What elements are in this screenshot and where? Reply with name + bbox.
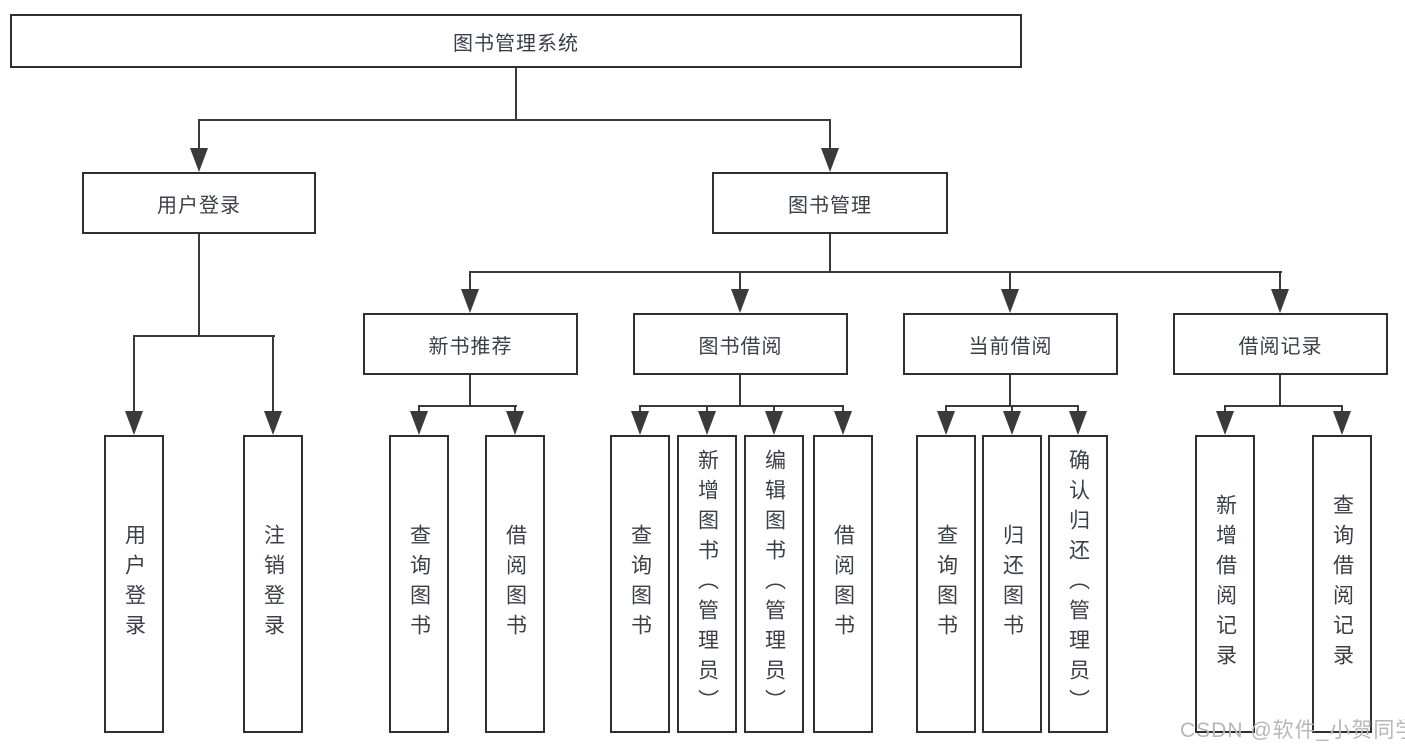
arrow-head [1333, 411, 1351, 435]
arrow-head [937, 411, 955, 435]
connector-line [515, 68, 517, 120]
arrow-head [1216, 411, 1234, 435]
leaf-edit-books-admin: 编辑图书（管理员） [744, 435, 804, 733]
node-label: 确认归还（管理员） [1066, 449, 1090, 719]
node-label: 图书管理系统 [453, 32, 579, 55]
connector-line [1011, 405, 1013, 415]
connector-line [198, 119, 200, 150]
node-book-management: 图书管理 [712, 172, 948, 234]
node-label: 查询借阅记录 [1330, 494, 1354, 674]
node-root-library-management-system: 图书管理系统 [10, 14, 1022, 68]
connector-line [739, 375, 741, 407]
connector-line [198, 234, 200, 337]
leaf-query-borrow-record: 查询借阅记录 [1312, 435, 1372, 733]
leaf-query-books-borrowing: 查询图书 [610, 435, 670, 733]
leaf-return-books: 归还图书 [982, 435, 1042, 733]
node-label: 编辑图书（管理员） [762, 449, 786, 719]
node-current-borrowing: 当前借阅 [903, 313, 1118, 375]
node-label: 图书借阅 [698, 335, 783, 358]
connector-line [1224, 405, 1226, 415]
node-label: 借阅图书 [503, 524, 527, 644]
arrow-head [834, 411, 852, 435]
arrow-head [461, 289, 479, 313]
connector-line [418, 405, 517, 407]
arrow-head [631, 411, 649, 435]
leaf-add-books-admin: 新增图书（管理员） [677, 435, 737, 733]
connector-line [198, 119, 831, 121]
node-book-borrowing: 图书借阅 [633, 313, 848, 375]
arrow-head [1069, 411, 1087, 435]
leaf-logout: 注销登录 [243, 435, 303, 733]
node-label: 新增借阅记录 [1213, 494, 1237, 674]
csdn-watermark: CSDN @软件_小贺同学 [1180, 719, 1405, 742]
arrow-head [821, 148, 839, 172]
connector-line [1279, 271, 1281, 292]
connector-line [133, 335, 135, 414]
connector-line [829, 119, 831, 150]
connector-line [133, 335, 275, 337]
node-label: 图书管理 [788, 194, 872, 217]
arrow-head [506, 411, 524, 435]
arrow-head [410, 411, 428, 435]
connector-line [1341, 405, 1343, 415]
connector-line [514, 405, 516, 415]
node-label: 用户登录 [157, 194, 241, 217]
connector-line [1279, 375, 1281, 407]
node-label: 用户登录 [122, 524, 146, 644]
connector-line [829, 234, 831, 273]
connector-line [773, 405, 775, 415]
node-label: 新书推荐 [428, 335, 513, 358]
node-label: 查询图书 [407, 524, 431, 644]
arrow-head [125, 411, 143, 435]
connector-line [1077, 405, 1079, 415]
leaf-add-borrow-record: 新增借阅记录 [1195, 435, 1255, 733]
node-new-book-recommendation: 新书推荐 [363, 313, 578, 375]
connector-line [706, 405, 708, 415]
connector-line [469, 271, 471, 292]
arrow-head [1001, 289, 1019, 313]
arrow-head [698, 411, 716, 435]
connector-line [418, 405, 420, 415]
connector-line [469, 271, 1282, 273]
node-label: 借阅图书 [831, 524, 855, 644]
node-label: 归还图书 [1000, 524, 1024, 644]
connector-line [639, 405, 641, 415]
arrow-head [264, 411, 282, 435]
leaf-query-books-current: 查询图书 [916, 435, 976, 733]
arrow-head [731, 289, 749, 313]
node-label: 借阅记录 [1238, 335, 1323, 358]
connector-line [469, 375, 471, 407]
leaf-user-login: 用户登录 [104, 435, 164, 733]
leaf-borrow-books-recommend: 借阅图书 [485, 435, 545, 733]
arrow-head [765, 411, 783, 435]
leaf-query-books-recommend: 查询图书 [389, 435, 449, 733]
arrow-head [1003, 411, 1021, 435]
connector-line [639, 405, 844, 407]
node-label: 查询图书 [934, 524, 958, 644]
connector-line [1009, 271, 1011, 292]
connector-line [945, 405, 947, 415]
connector-line [842, 405, 844, 415]
arrow-head [190, 148, 208, 172]
connector-line [272, 335, 274, 414]
connector-line [1224, 405, 1343, 407]
connector-line [1009, 375, 1011, 407]
node-borrowing-records: 借阅记录 [1173, 313, 1388, 375]
node-label: 当前借阅 [968, 335, 1053, 358]
arrow-head [1271, 289, 1289, 313]
leaf-borrow-books: 借阅图书 [813, 435, 873, 733]
node-label: 查询图书 [628, 524, 652, 644]
connector-line [739, 271, 741, 292]
node-label: 新增图书（管理员） [695, 449, 719, 719]
node-label: 注销登录 [261, 524, 285, 644]
leaf-confirm-return-admin: 确认归还（管理员） [1048, 435, 1108, 733]
node-user-login: 用户登录 [82, 172, 316, 234]
